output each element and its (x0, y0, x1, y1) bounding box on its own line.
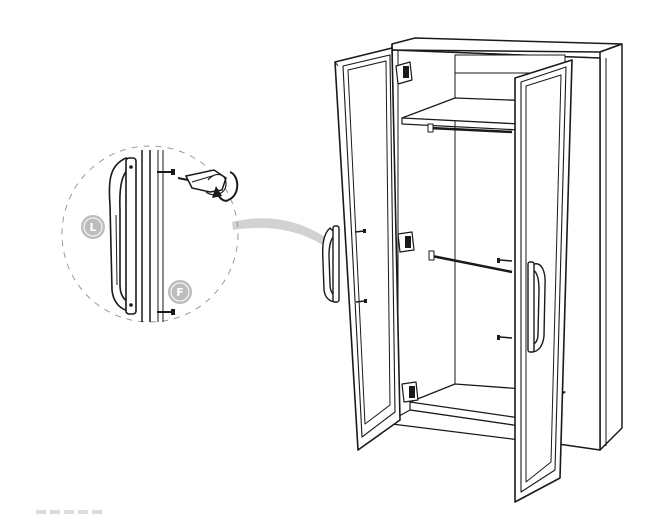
screw-icon (157, 169, 175, 315)
screw-icon (354, 229, 367, 303)
handle-icon (321, 225, 340, 303)
handle-icon (527, 261, 546, 353)
callout-band (232, 218, 332, 250)
badge-f: F (166, 278, 194, 306)
rotate-arrow-icon (212, 171, 239, 202)
badge-l: L (79, 213, 107, 241)
badge-f-label: F (176, 286, 184, 299)
wardrobe (321, 37, 623, 503)
screw-icon (497, 258, 513, 340)
cabinet-top (391, 37, 623, 53)
left-door (334, 47, 401, 451)
detail-dashed-circle (61, 145, 239, 323)
page-marker (36, 510, 102, 514)
detail-view: L F (61, 145, 239, 323)
cabinet-side (599, 43, 623, 451)
badge-l-label: L (89, 221, 96, 234)
handle-icon (108, 157, 137, 315)
hinge-icon (395, 61, 419, 403)
